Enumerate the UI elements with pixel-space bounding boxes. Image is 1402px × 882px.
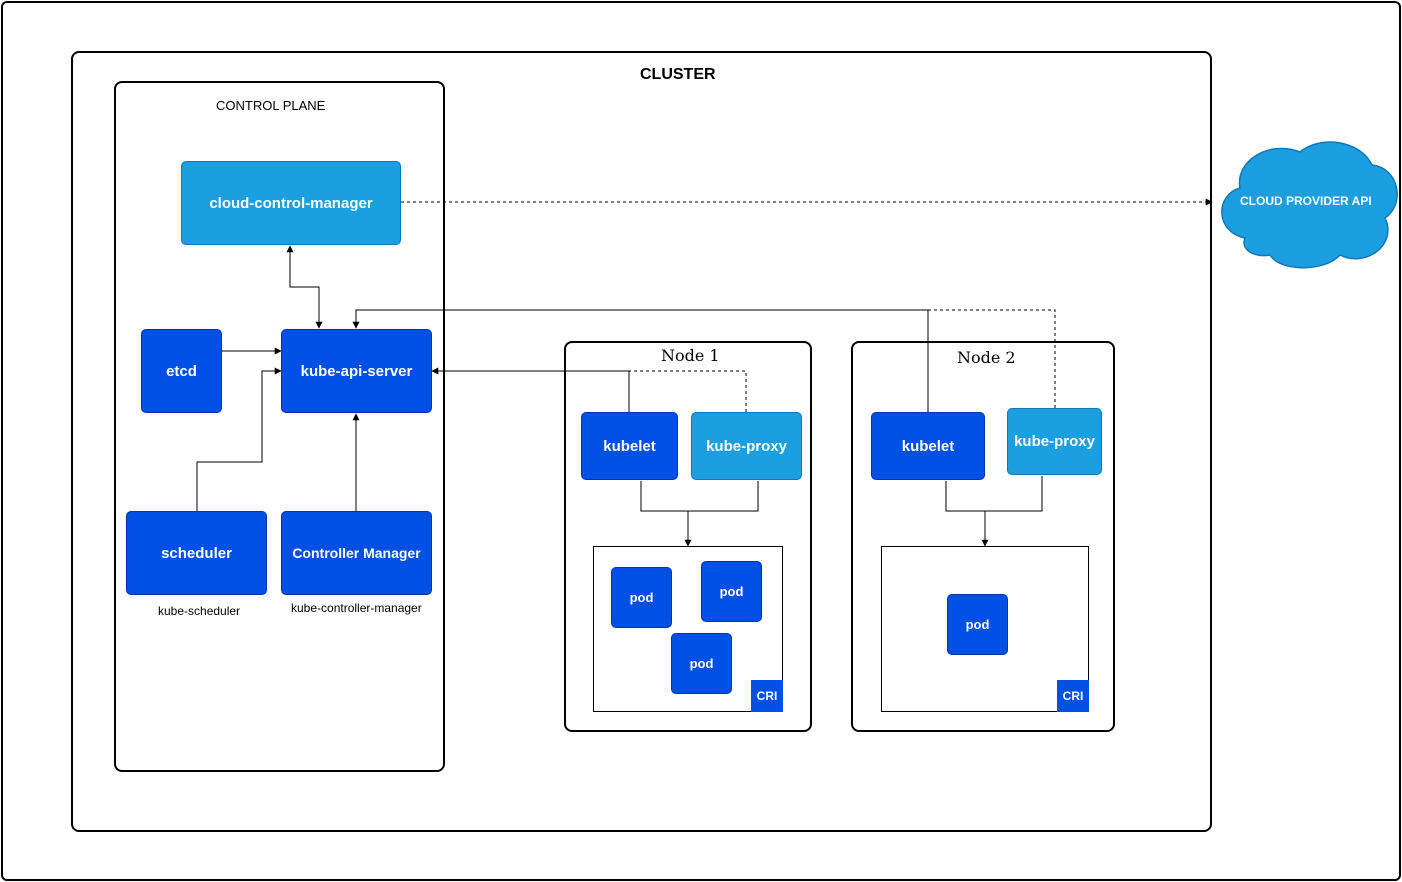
- cloud-provider-label: CLOUD PROVIDER API: [1240, 194, 1372, 208]
- node1-cri-badge: CRI: [751, 680, 783, 712]
- scheduler-caption: kube-scheduler: [158, 604, 241, 618]
- node2-kube-proxy-box[interactable]: kube-proxy: [1007, 408, 1102, 475]
- node2-kubelet-box[interactable]: kubelet: [871, 412, 985, 480]
- cloud-shape: [1221, 141, 1398, 269]
- node1-pod[interactable]: pod: [701, 561, 762, 622]
- node1-title: Node 1: [661, 346, 720, 365]
- controller-manager-box[interactable]: Controller Manager: [281, 511, 432, 595]
- node2-title: Node 2: [957, 348, 1016, 367]
- node1-kubelet-box[interactable]: kubelet: [581, 412, 678, 480]
- cluster-container: [71, 51, 1212, 832]
- cluster-title: CLUSTER: [640, 66, 716, 83]
- etcd-box[interactable]: etcd: [141, 329, 222, 413]
- node1-container: [564, 341, 812, 732]
- node1-pod[interactable]: pod: [671, 633, 732, 694]
- node2-container: [851, 341, 1115, 732]
- cloud-control-manager-box[interactable]: cloud-control-manager: [181, 161, 401, 245]
- scheduler-box[interactable]: scheduler: [126, 511, 267, 595]
- controller-manager-caption: kube-controller-manager: [291, 601, 422, 615]
- control-plane-title: CONTROL PLANE: [216, 98, 326, 113]
- node1-pod[interactable]: pod: [611, 567, 672, 628]
- control-plane-container: [114, 81, 445, 772]
- kube-api-server-box[interactable]: kube-api-server: [281, 329, 432, 413]
- node2-cri-badge: CRI: [1057, 680, 1089, 712]
- node2-pod[interactable]: pod: [947, 594, 1008, 655]
- node1-kube-proxy-box[interactable]: kube-proxy: [691, 412, 802, 480]
